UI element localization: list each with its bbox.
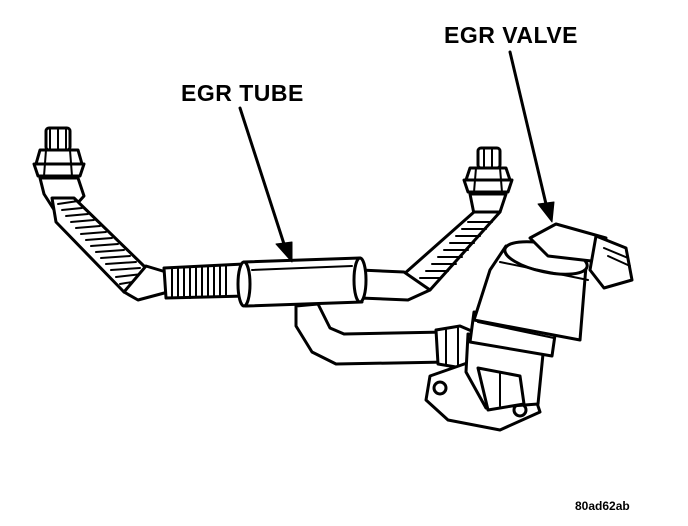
egr-valve [424,222,634,432]
right-end-fitting [462,146,514,194]
center-junction [236,256,368,308]
right-bellows-ribs [419,221,493,279]
branch-tube [294,302,478,370]
center-bellows-ribs [171,264,227,299]
egr-valve-leader [508,50,555,223]
left-end-fitting [32,126,86,178]
figure-code: 80ad62ab [575,499,630,513]
left-tube [38,176,248,302]
egr-tube-label: EGR TUBE [181,80,304,106]
right-tube [358,192,508,302]
egr-valve-label: EGR VALVE [444,22,578,48]
egr-tube-leader [238,106,293,263]
